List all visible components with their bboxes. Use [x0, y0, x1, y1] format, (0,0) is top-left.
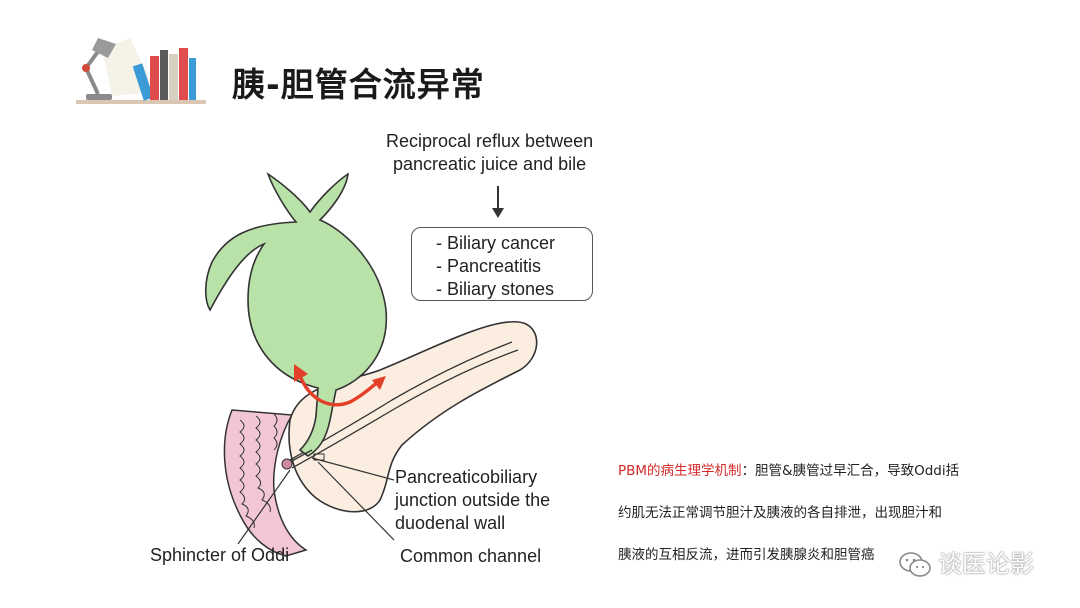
reflux-caption-line2: pancreatic juice and bile — [392, 154, 587, 174]
duodenum — [223, 409, 308, 557]
reflux-caption: Reciprocal reflux between pancreatic jui… — [386, 130, 593, 176]
outcomes-box: - Biliary cancer - Pancreatitis - Biliar… — [411, 227, 593, 301]
arrow-down-icon — [492, 186, 504, 218]
reflux-arrow — [294, 364, 386, 407]
gallbladder — [204, 171, 388, 457]
sphincter-leader-line — [237, 469, 291, 545]
junction-label-line3: duodenal wall — [395, 513, 506, 533]
outcome-item: - Biliary cancer — [436, 233, 556, 253]
reflux-caption-line1: Reciprocal reflux between — [386, 131, 594, 151]
wechat-icon — [899, 552, 931, 577]
note-highlight: PBM的病生理学机制 — [618, 463, 742, 479]
note-line2: 约肌无法正常调节胆汁及胰液的各自排泄，出现胆汁和 — [618, 505, 942, 521]
note-line3: 胰液的互相反流，进而引发胰腺炎和胆管癌 — [618, 547, 875, 563]
pancreas — [288, 320, 538, 513]
junction-label-line2: junction outside the — [395, 490, 551, 510]
junction-leader-line — [311, 457, 395, 481]
junction-label-line1: Pancreaticobiliary — [395, 467, 538, 487]
outcome-item: - Biliary stones — [436, 279, 555, 299]
common-channel-label: Common channel — [400, 546, 542, 566]
junction-label: Pancreaticobiliary junction outside the … — [395, 466, 550, 535]
note-line1: PBM的病生理学机制：胆管&胰管过早汇合，导致Oddi括 — [618, 450, 1038, 492]
watermark-text: 谈医论影 — [938, 550, 1034, 578]
common-channel-leader-line — [317, 461, 395, 541]
page-title: 胰-胆管合流异常 — [232, 65, 485, 104]
outcome-item: - Pancreatitis — [436, 256, 542, 276]
watermark: 谈医论影 — [898, 544, 1034, 580]
note-line1-text: ：胆管&胰管过早汇合，导致Oddi括 — [741, 463, 960, 479]
sphincter-label: Sphincter of Oddi — [150, 545, 290, 565]
pancreaticobiliary-diagram — [204, 171, 538, 557]
desk-lamp-books-icon — [76, 38, 206, 104]
mechanism-note: PBM的病生理学机制：胆管&胰管过早汇合，导致Oddi括 约肌无法正常调节胆汁及… — [618, 450, 1038, 576]
